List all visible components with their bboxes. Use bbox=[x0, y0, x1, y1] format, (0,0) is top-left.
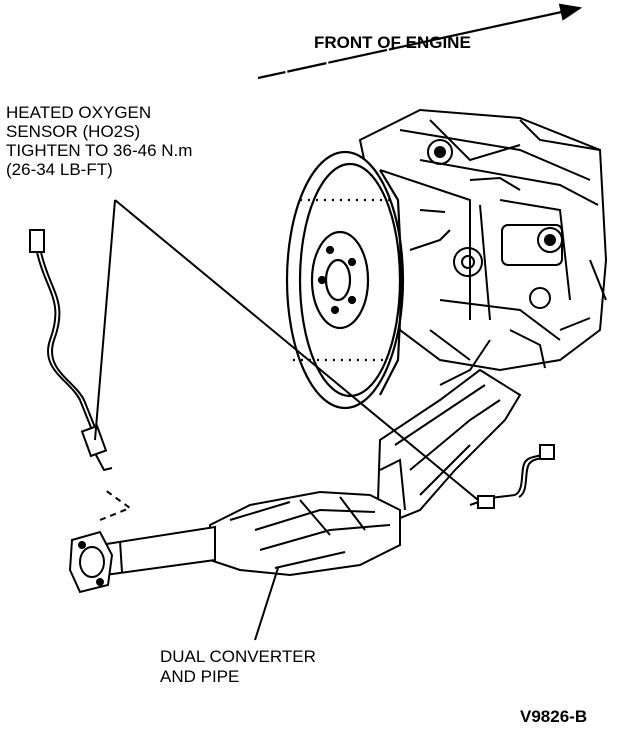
sensor-callout-line-4: (26-34 LB-FT) bbox=[6, 160, 113, 179]
front-of-engine-label: FRONT OF ENGINE bbox=[314, 33, 471, 52]
front-of-engine-arrow bbox=[257, 3, 583, 80]
oxygen-sensor-right bbox=[469, 444, 555, 509]
converter-callout-line-1: DUAL CONVERTER bbox=[160, 647, 316, 666]
converter-callout-line-2: AND PIPE bbox=[160, 667, 240, 686]
oxygen-sensor-callout: HEATED OXYGEN SENSOR (HO2S) TIGHTEN TO 3… bbox=[6, 103, 193, 180]
leader-lines bbox=[94, 199, 479, 641]
sensor-callout-line-2: SENSOR (HO2S) bbox=[6, 122, 141, 141]
converter-callout: DUAL CONVERTER AND PIPE bbox=[160, 647, 316, 688]
dual-converter-and-pipe bbox=[68, 368, 522, 594]
oxygen-sensor-left bbox=[29, 229, 113, 472]
flywheel bbox=[285, 150, 405, 410]
sensor-callout-line-1: HEATED OXYGEN bbox=[6, 103, 152, 122]
figure-code: V9826-B bbox=[520, 707, 588, 726]
sensor-callout-line-3: TIGHTEN TO 36-46 N.m bbox=[6, 141, 193, 160]
engine-block bbox=[358, 108, 608, 386]
